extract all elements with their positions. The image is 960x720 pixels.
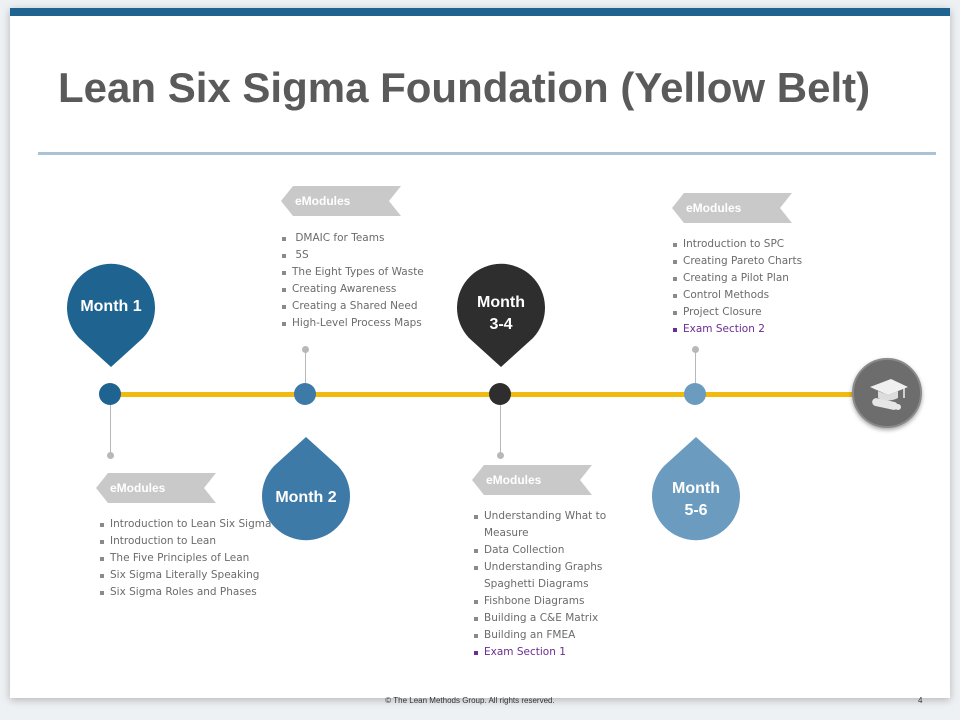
emodules-banner-month-1: eModules	[96, 473, 216, 503]
module-item: DMAIC for Teams	[282, 230, 424, 247]
connector-month-3-4	[500, 405, 501, 453]
module-item: The Eight Types of Waste	[282, 264, 424, 281]
module-item: Introduction to SPC	[673, 236, 802, 253]
emodules-banner-month-2: eModules	[281, 186, 401, 216]
timeline-node-month-5-6	[684, 383, 706, 405]
module-item: Creating a Pilot Plan	[673, 270, 802, 287]
connector-month-1	[110, 405, 111, 453]
modules-list-month-3-4: Understanding What to Measure Data Colle…	[474, 508, 606, 661]
month-5-6-marker	[652, 437, 740, 541]
module-item: Introduction to Lean	[100, 533, 271, 550]
slide-top-bar	[10, 8, 950, 16]
graduation-cap-diploma-icon	[870, 379, 908, 410]
module-item: Data Collection	[474, 542, 606, 559]
month-5-6-label: Month 5-6	[651, 478, 741, 522]
month-5-6-label-line2: 5-6	[684, 502, 708, 519]
month-2-marker	[262, 437, 350, 541]
module-item: Creating Awareness	[282, 281, 424, 298]
graduation-end-marker	[852, 358, 922, 428]
emodules-banner-month-5-6: eModules	[672, 193, 792, 223]
module-item: Understanding Graphs	[474, 559, 606, 576]
module-item: Understanding What to	[474, 508, 606, 525]
timeline-node-month-2	[294, 383, 316, 405]
month-3-4-label-line2: 3-4	[489, 316, 513, 333]
connector-dot-month-3-4	[497, 452, 504, 459]
emodules-banner-month-3-4: eModules	[472, 465, 592, 495]
month-5-6-label-line1: Month	[672, 480, 720, 497]
module-item: Introduction to Lean Six Sigma	[100, 516, 271, 533]
footer-copyright: © The Lean Methods Group. All rights res…	[385, 696, 555, 705]
module-item: The Five Principles of Lean	[100, 550, 271, 567]
connector-dot-month-5-6	[692, 346, 699, 353]
module-item: Fishbone Diagrams	[474, 593, 606, 610]
month-3-4-marker	[457, 263, 545, 367]
module-item: Project Closure	[673, 304, 802, 321]
module-item-exam: Exam Section 1	[474, 644, 606, 661]
connector-month-2	[305, 350, 306, 383]
module-item-continuation: Spaghetti Diagrams	[484, 578, 589, 590]
connector-month-5-6	[695, 350, 696, 383]
month-2-label: Month 2	[275, 489, 337, 506]
module-item: Six Sigma Roles and Phases	[100, 584, 271, 601]
month-1-label: Month 1	[80, 298, 142, 315]
timeline-node-month-1	[99, 383, 121, 405]
timeline-line	[110, 392, 860, 397]
timeline-node-month-3-4	[489, 383, 511, 405]
module-item: Creating Pareto Charts	[673, 253, 802, 270]
module-item-exam: Exam Section 2	[673, 321, 802, 338]
title-divider	[38, 152, 936, 155]
month-3-4-label-line1: Month	[477, 294, 525, 311]
month-1-marker	[67, 263, 155, 367]
module-item: Building a C&E Matrix	[474, 610, 606, 627]
module-item: Building an FMEA	[474, 627, 606, 644]
slide: Lean Six Sigma Foundation (Yellow Belt)	[10, 8, 950, 698]
modules-list-month-5-6: Introduction to SPC Creating Pareto Char…	[673, 236, 802, 338]
connector-dot-month-2	[302, 346, 309, 353]
modules-list-month-2: DMAIC for Teams 5S The Eight Types of Wa…	[282, 230, 424, 332]
month-3-4-label: Month 3-4	[456, 292, 546, 336]
page-number: 4	[918, 696, 923, 705]
module-item: Control Methods	[673, 287, 802, 304]
module-item-continuation: Measure	[484, 527, 529, 539]
module-item: Six Sigma Literally Speaking	[100, 567, 271, 584]
slide-title: Lean Six Sigma Foundation (Yellow Belt)	[58, 64, 871, 111]
module-item: Creating a Shared Need	[282, 298, 424, 315]
modules-list-month-1: Introduction to Lean Six Sigma Introduct…	[100, 516, 271, 601]
connector-dot-month-1	[107, 452, 114, 459]
module-item: 5S	[282, 247, 424, 264]
module-item: High-Level Process Maps	[282, 315, 424, 332]
